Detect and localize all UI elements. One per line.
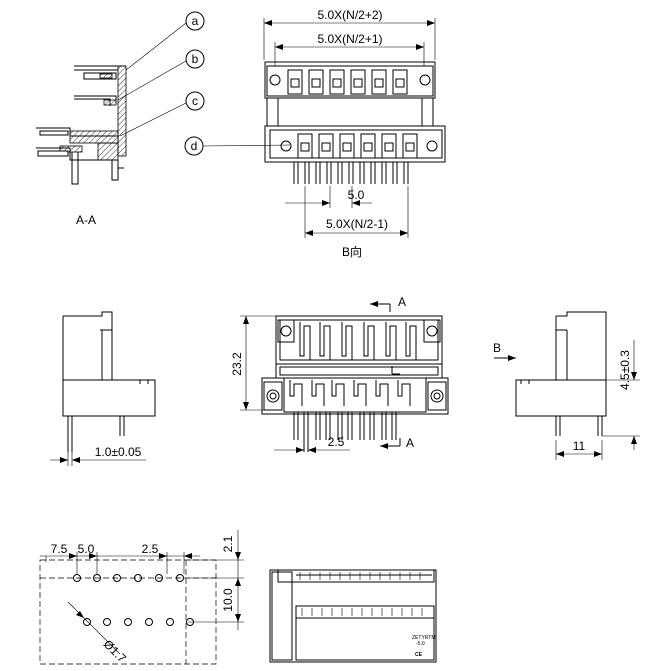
section-view-label: A-A: [76, 213, 96, 227]
callout-label: b: [192, 52, 199, 66]
upper-latches: [299, 322, 417, 375]
b-view-label: B向: [342, 244, 362, 259]
side-view-right: B 4.5±0.3 11: [493, 311, 640, 460]
callout-leaders: [117, 22, 291, 147]
brand-text: ZETYRTM: [412, 635, 436, 641]
dim-right-col: 2.1 10.0: [188, 530, 244, 630]
front-view: A 23.2: [230, 295, 449, 453]
section-marker-bottom: A: [380, 436, 414, 450]
brand-subtext: -5.0: [416, 641, 425, 647]
dim-height: 23.2: [230, 315, 282, 411]
section-marker-top: A: [370, 295, 406, 312]
ce-mark: CE: [415, 652, 423, 658]
callout-label: a: [192, 14, 199, 28]
callout-d: d: [184, 136, 204, 156]
view-marker-label: B: [493, 341, 501, 355]
dim-top-row: 7.5 5.0 2.5: [40, 542, 200, 574]
body-view: ZETYRTM -5.0 CE: [269, 569, 437, 663]
dim-pitch: 5.0: [285, 186, 372, 208]
dim-label: Ø1.7: [101, 637, 130, 666]
lower-contacts: [297, 133, 418, 159]
upper-contacts: [287, 69, 408, 95]
section-view-a-a: a b c d A-A: [36, 11, 291, 227]
body-ribs: [299, 572, 423, 616]
b-view-body: [264, 61, 446, 184]
dim-label: 5.0: [348, 188, 365, 202]
dim-top-inner: 5.0X(N/2+1): [274, 32, 425, 66]
dim-label: 5.0X(N/2-1): [326, 217, 388, 231]
dim-label: 5.0: [78, 542, 95, 556]
front-view-pins: [293, 412, 397, 452]
dim-offset: 1.0±0.05: [50, 440, 146, 466]
dim-bottom: 5.0X(N/2-1): [304, 186, 409, 238]
dim-label: 7.5: [51, 542, 68, 556]
lower-latches: [289, 380, 411, 406]
dim-width-right: 11: [555, 439, 603, 460]
callout-b: b: [185, 49, 205, 69]
side-view-left: 1.0±0.05: [50, 311, 156, 466]
callout-c: c: [185, 91, 205, 111]
dim-label: 5.0X(N/2+2): [317, 8, 382, 22]
dim-label: 23.2: [230, 352, 244, 376]
b-view: 5.0X(N/2+2) 5.0X(N/2+1): [263, 8, 446, 259]
pcb-layout: 7.5 5.0 2.5 2.1 10.0: [39, 530, 244, 666]
dim-label: 2.5: [142, 542, 159, 556]
callout-label: d: [191, 139, 198, 153]
dim-top-outer: 5.0X(N/2+2): [263, 8, 436, 60]
dim-pitch: 2.5: [274, 435, 350, 453]
dim-label: 2.1: [221, 535, 235, 552]
dim-label: 4.5±0.3: [618, 350, 632, 390]
dim-hole-diameter: Ø1.7: [67, 601, 130, 666]
dim-label: 1.0±0.05: [95, 445, 142, 459]
pcb-holes: [73, 574, 194, 626]
dim-label: 2.5: [328, 435, 345, 449]
view-marker-b: B: [493, 341, 516, 361]
section-body: [36, 65, 127, 185]
section-marker-label: A: [398, 295, 406, 309]
section-marker-label: A: [406, 436, 414, 450]
b-view-pins: [293, 162, 409, 184]
callout-a: a: [185, 11, 205, 31]
dim-label: 5.0X(N/2+1): [317, 32, 382, 46]
dim-label: 10.0: [221, 588, 235, 612]
callout-label: c: [192, 94, 198, 108]
dim-label: 11: [573, 439, 586, 453]
dim-height-right: 4.5±0.3: [602, 340, 640, 450]
